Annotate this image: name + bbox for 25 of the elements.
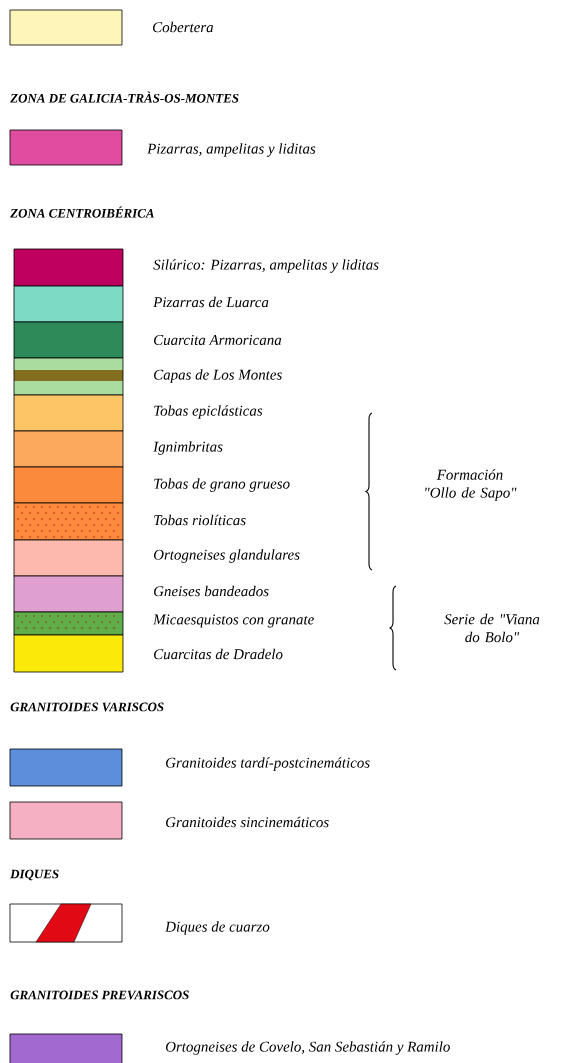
section-heading: GRANITOIDES PREVARISCOS <box>10 990 189 1000</box>
legend-text: Ignimbritas <box>153 441 223 455</box>
legend-text: Granitoides sincinemáticos <box>166 816 329 828</box>
legend-text: Pizarras, ampelitas y liditas <box>147 143 316 157</box>
legend-text: Granitoides tardí-postcinemáticos <box>166 757 370 771</box>
legend-text: Capas de Los Montes <box>154 369 282 383</box>
legend-text: Tobas de grano grueso <box>154 478 290 492</box>
legend-text: Cuarcitas de Dradelo <box>154 648 283 660</box>
section-heading: ZONA DE GALICIA-TRÀS-OS-MONTES <box>10 91 239 103</box>
legend-text: Diques de cuarzo <box>165 921 270 935</box>
section-heading: ZONA CENTROIBÉRICA <box>10 206 154 218</box>
section-heading: GRANITOIDES VARISCOS <box>10 702 164 712</box>
legend-text: Tobas riolíticas <box>154 514 246 526</box>
legend-text: Pizarras de Luarca <box>153 296 269 308</box>
legend-text: Silúrico: Pizarras, ampelitas y liditas <box>153 259 379 273</box>
legend-text: Gneises bandeados <box>154 585 269 597</box>
legend-text: Cobertera <box>153 21 214 33</box>
legend-text: Ortogneises de Covelo, San Sebastián y Ramilo <box>165 1041 450 1055</box>
legend-text: Ortogneises glandulares <box>153 549 300 563</box>
legend-text: Cuarcita Armoricana <box>154 335 282 346</box>
legend-text: Micaesquistos con granate <box>153 614 314 628</box>
group-label: Serie de "Viana do Bolo" <box>444 613 540 643</box>
section-heading: DIQUES <box>10 869 59 881</box>
group-label: Formación "Ollo de Sapo" <box>425 469 517 501</box>
legend-text: Tobas epiclásticas <box>154 405 263 419</box>
